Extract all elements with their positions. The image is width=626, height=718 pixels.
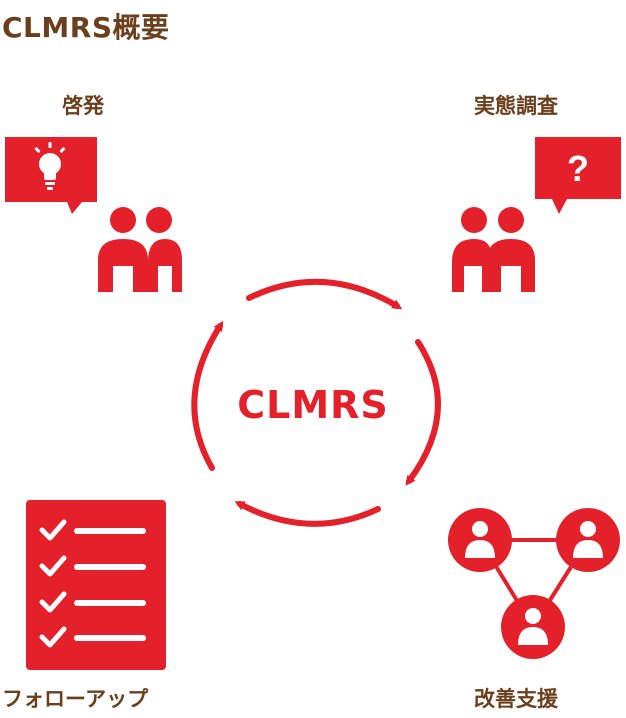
stage-label-improvement-support: 改善支援 <box>474 687 558 711</box>
two-people-icon <box>452 207 535 292</box>
cycle-arrow-top <box>246 278 403 310</box>
question-speech-bubble-icon: ? <box>535 137 621 214</box>
connected-people-network-icon <box>448 508 620 659</box>
stage-label-follow-up: フォローアップ <box>2 687 149 711</box>
checklist-icon <box>26 500 166 670</box>
two-people-icon <box>98 207 182 292</box>
lightbulb-speech-bubble-icon <box>5 137 97 214</box>
cycle-arrow-left <box>191 320 224 471</box>
stage-label-survey: 実態調査 <box>474 94 558 118</box>
cycle-arrow-right <box>405 339 441 486</box>
question-mark-text: ? <box>567 148 589 189</box>
page-title: CLMRS概要 <box>2 11 170 44</box>
cycle-center-label: CLMRS <box>237 383 389 427</box>
cycle-arrows <box>191 278 441 527</box>
cycle-arrow-bottom <box>234 501 381 527</box>
stage-label-awareness: 啓発 <box>62 94 104 118</box>
